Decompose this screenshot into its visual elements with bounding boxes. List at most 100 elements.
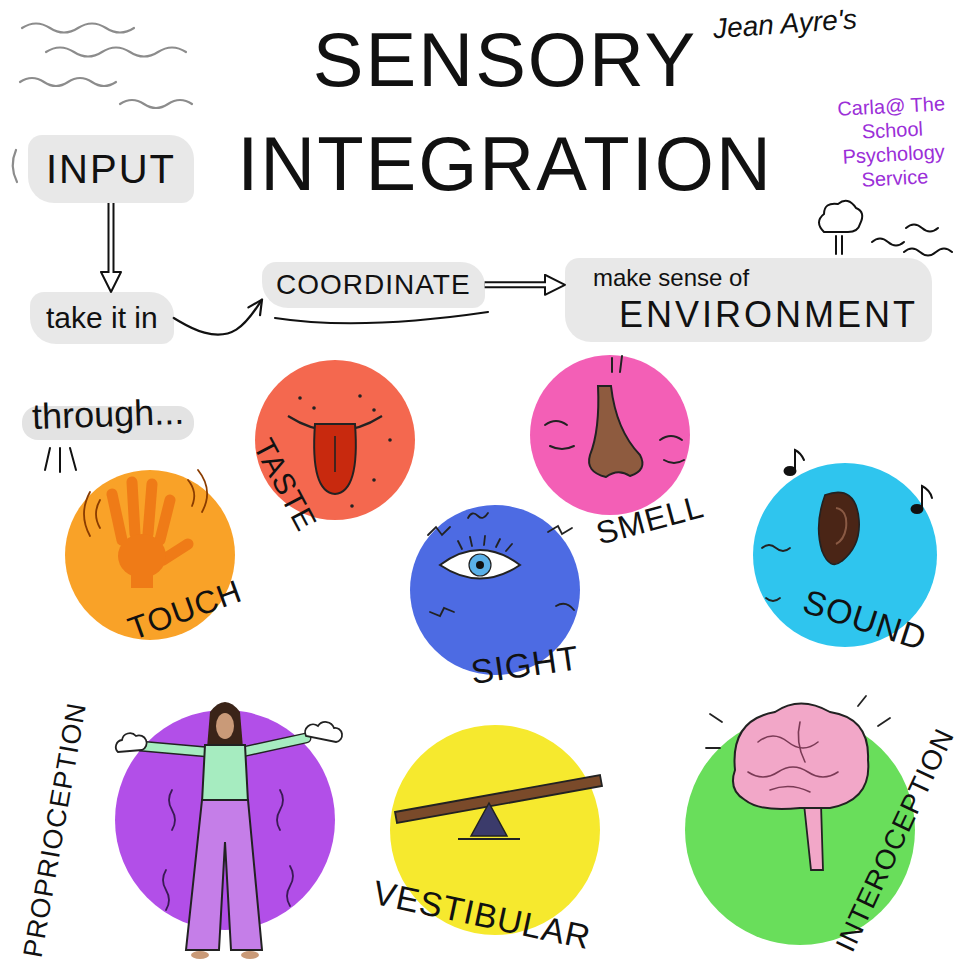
smell-line: [660, 436, 682, 440]
flow-arrow: [111, 203, 112, 284]
sense-label: PROPRIOCEPTION: [17, 700, 94, 960]
sense-circle: SOUND: [745, 460, 950, 660]
sense-circle: TASTE: [245, 350, 425, 545]
sense-circle: PROPRIOCEPTION: [20, 690, 345, 970]
ear-icon: [762, 450, 932, 601]
brain-fold: [798, 722, 805, 762]
brain-fold: [748, 767, 838, 777]
thumb: [163, 544, 188, 560]
ray-line: [706, 747, 720, 749]
flow-band: COORDINATE: [262, 262, 485, 308]
sense-label: SIGHT: [468, 637, 582, 693]
smell-line: [611, 358, 613, 372]
music-note: [785, 450, 805, 475]
flow-word: make sense of: [579, 264, 918, 293]
author-note: Jean Ayre's: [712, 2, 858, 46]
label-holder: through...: [31, 390, 185, 438]
sense-label: TOUCH: [123, 572, 247, 648]
iris: [469, 554, 491, 576]
taste-dot: [372, 408, 376, 412]
arrow-core: [110, 203, 113, 275]
sense-label: SOUND: [798, 581, 932, 659]
nose-icon: [545, 356, 684, 477]
ray-line: [858, 696, 866, 706]
taste-dot: [388, 438, 392, 442]
lash: [484, 536, 485, 545]
smell-line: [620, 356, 622, 372]
title-block: SENSORY INTEGRATION: [190, 8, 820, 216]
sense-circle: SIGHT: [405, 500, 590, 695]
wave-line: [872, 239, 904, 246]
vibration-arc: [188, 480, 194, 506]
ear-inner: [836, 508, 846, 544]
arrow-outline: [485, 281, 557, 288]
hand-icon: [84, 470, 207, 588]
tree-trunk: [836, 236, 842, 254]
taste-dot: [312, 406, 316, 410]
brain-stem: [804, 804, 823, 870]
nose-shape: [589, 386, 642, 477]
credit-note: Carla@ The School Psychology Service: [814, 90, 973, 194]
circle-fill: [115, 710, 335, 930]
cloud-puff: [305, 722, 342, 742]
ground-line: [458, 838, 520, 840]
squiggle: [762, 545, 790, 551]
squiggle: [548, 526, 572, 534]
sense-circle: INTEROCEPTION: [680, 690, 968, 970]
vibration-lines: [84, 470, 207, 536]
tick-mark: [59, 448, 61, 472]
squiggle: [430, 608, 454, 616]
vibration-arc: [96, 500, 100, 528]
scribble-line: [13, 150, 17, 182]
finger: [112, 494, 122, 540]
taste-dot: [372, 478, 376, 482]
taste-dot: [350, 504, 354, 508]
label-holder: TASTE: [246, 433, 324, 538]
squiggle: [169, 790, 175, 830]
flow-word: ENVIRONMENT: [579, 293, 918, 336]
cloud-puff: [116, 733, 147, 752]
brain-folds: [748, 722, 838, 792]
smell-lines: [545, 356, 684, 463]
shirt: [202, 745, 248, 802]
sense-label: INTEROCEPTION: [829, 723, 962, 957]
circle-fill: [530, 355, 690, 515]
scribble-line: [46, 48, 186, 57]
squiggle: [277, 790, 283, 830]
music-note: [912, 486, 933, 513]
eye-icon: [428, 513, 574, 616]
connector-group: [111, 203, 557, 335]
sense-label: TASTE: [246, 433, 324, 538]
flow-band: take it in: [30, 292, 174, 344]
flow-word: take it in: [46, 300, 158, 336]
label-holder: SIGHT: [468, 637, 582, 693]
ear-shape: [819, 492, 860, 564]
vibration-arc: [198, 470, 207, 512]
wave-line: [904, 249, 952, 256]
sense-circle: SMELL: [525, 350, 725, 555]
squiggle: [556, 604, 574, 610]
wave-line: [906, 225, 938, 232]
seesaw-icon: [395, 775, 602, 839]
diagram-title: SENSORY INTEGRATION: [190, 8, 820, 216]
smell-line: [545, 421, 567, 425]
flow-arrow: [174, 300, 262, 335]
flow-word: through...: [31, 390, 185, 438]
motion-lines: [163, 790, 293, 910]
brain-shape: [733, 704, 868, 810]
label-holder: PROPRIOCEPTION: [17, 700, 94, 960]
squiggle: [163, 870, 169, 910]
taste-dot: [298, 396, 302, 400]
circle-outline: [680, 690, 968, 970]
scribble-line: [22, 24, 134, 33]
note-stem: [922, 486, 932, 508]
smell-line: [664, 460, 684, 463]
tree-crown: [819, 201, 862, 232]
pupil: [476, 561, 484, 569]
sense-label: SMELL: [592, 487, 708, 553]
wrist: [131, 570, 153, 588]
label-holder: SOUND: [798, 581, 932, 659]
sense-circle: TOUCH: [60, 465, 255, 650]
eye-shape: [440, 550, 520, 579]
